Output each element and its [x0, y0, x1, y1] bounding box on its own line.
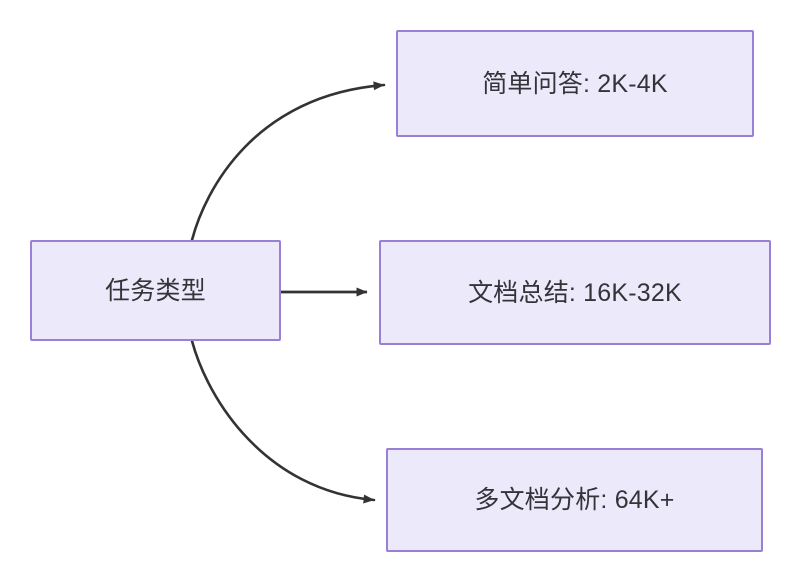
node-simple-qa[interactable]: 简单问答: 2K-4K — [396, 30, 754, 137]
node-simple-qa-label: 简单问答: 2K-4K — [482, 69, 668, 98]
node-document-summary-label: 文档总结: 16K-32K — [468, 278, 682, 307]
node-task-type[interactable]: 任务类型 — [30, 240, 281, 341]
node-document-summary[interactable]: 文档总结: 16K-32K — [379, 240, 771, 345]
edge-source-to-qa — [190, 81, 386, 242]
edge-source-to-multidoc — [190, 339, 376, 504]
node-multi-document-analysis[interactable]: 多文档分析: 64K+ — [386, 448, 763, 552]
node-multi-document-analysis-label: 多文档分析: 64K+ — [474, 486, 675, 514]
node-task-type-label: 任务类型 — [105, 276, 206, 305]
